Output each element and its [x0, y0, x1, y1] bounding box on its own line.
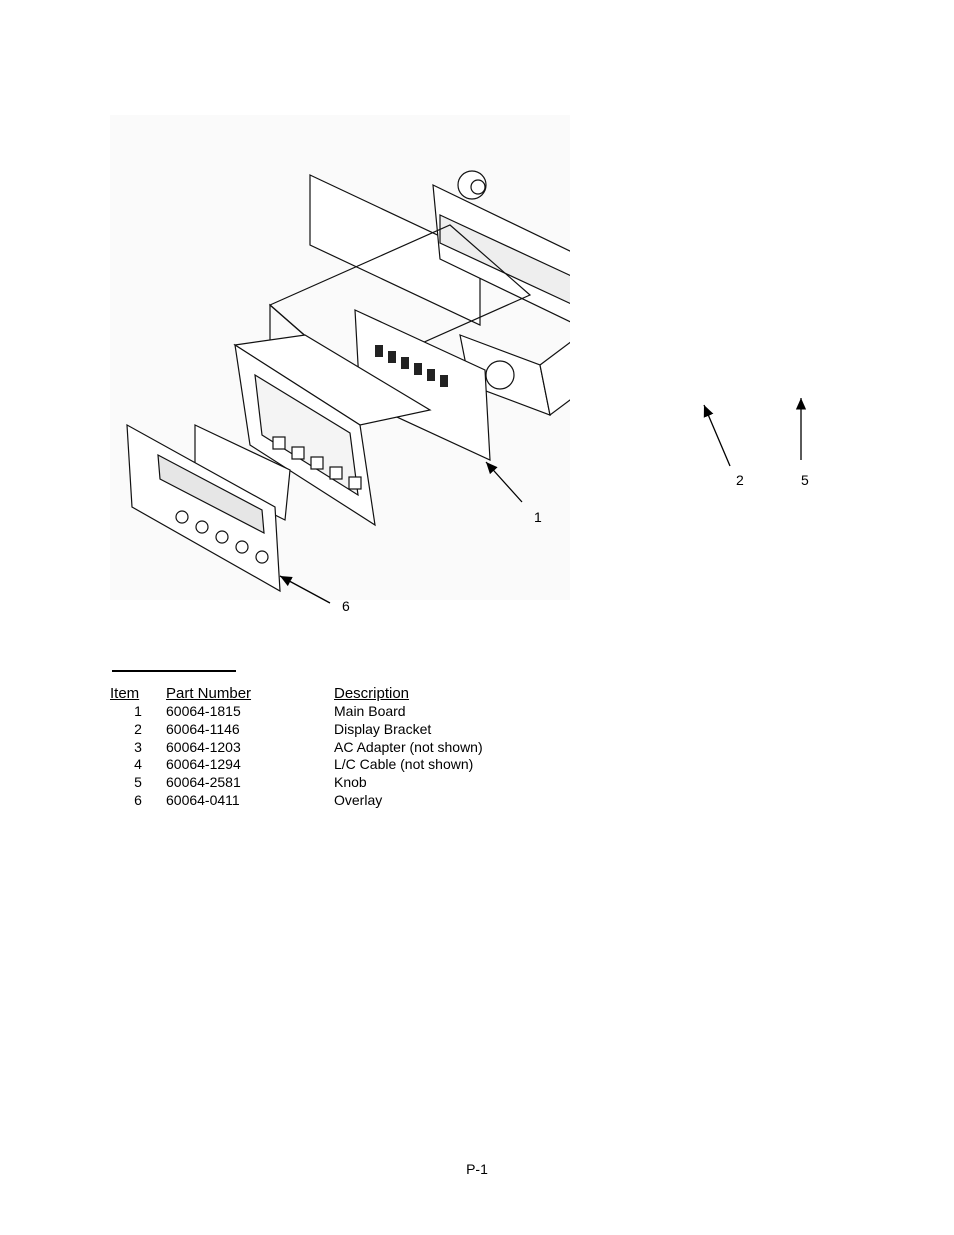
cell-item: 4: [134, 756, 142, 773]
cell-description: Main Board: [334, 703, 406, 720]
knob-right: [485, 360, 515, 390]
cell-description: L/C Cable (not shown): [334, 756, 474, 773]
section-rule: [112, 670, 236, 672]
cell-description: Overlay: [334, 791, 383, 808]
cell-item: 2: [134, 721, 142, 738]
cell-description: AC Adapter (not shown): [334, 738, 483, 755]
callout-label-6: 6: [342, 598, 350, 614]
table-row: 2 60064-1146 Display Bracket: [110, 721, 534, 739]
header-description: Description: [334, 684, 410, 702]
cell-description: Knob: [334, 774, 367, 791]
table-row: 6 60064-0411 Overlay: [110, 791, 534, 809]
callout-label-1: 1: [534, 509, 542, 525]
cell-item: 5: [134, 774, 142, 791]
cell-part-number: 60064-1146: [166, 721, 240, 738]
cell-part-number: 60064-1294: [166, 756, 241, 773]
table-row: 4 60064-1294 L/C Cable (not shown): [110, 756, 534, 774]
header-part-number: Part Number: [166, 684, 252, 702]
cell-part-number: 60064-1203: [166, 738, 241, 755]
parts-table: Item Part Number Description 1 60064-181…: [110, 683, 534, 809]
callout-label-2: 2: [736, 472, 744, 488]
page-number: P-1: [466, 1161, 488, 1177]
callout-label-5: 5: [801, 472, 809, 488]
cell-item: 6: [134, 791, 142, 808]
cell-description: Display Bracket: [334, 721, 432, 738]
exploded-assembly-diagram: [110, 115, 570, 600]
cell-part-number: 60064-2581: [166, 774, 241, 791]
cell-item: 3: [134, 738, 142, 755]
table-row: 5 60064-2581 Knob: [110, 774, 534, 792]
table-row: 3 60064-1203 AC Adapter (not shown): [110, 738, 534, 756]
table-header-row: Item Part Number Description: [110, 683, 534, 703]
cell-part-number: 60064-1815: [166, 703, 241, 720]
cell-item: 1: [134, 703, 142, 720]
table-row: 1 60064-1815 Main Board: [110, 703, 534, 721]
cell-part-number: 60064-0411: [166, 791, 240, 808]
header-item: Item: [110, 684, 140, 702]
